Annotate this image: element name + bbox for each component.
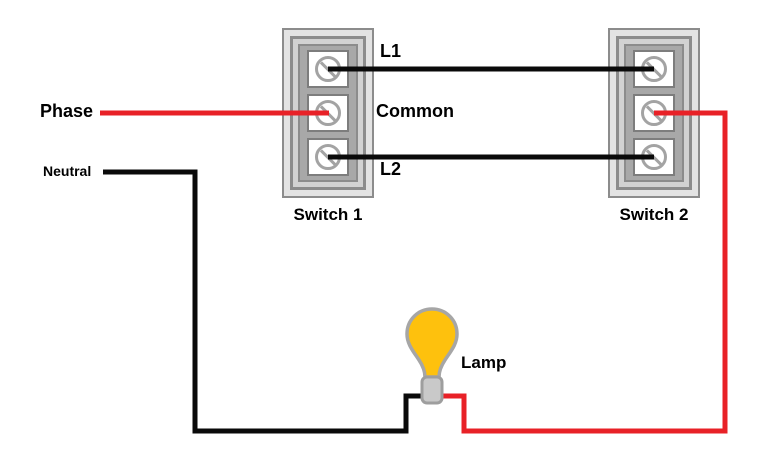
screw-slot [645,60,663,78]
screw-slot [319,148,337,166]
lamp-bulb-icon [405,307,459,379]
switch1-terminal-l2 [307,138,349,176]
lamp-base-icon [420,375,444,405]
switch2-terminal-l2 [633,138,675,176]
screw-icon [315,56,341,82]
screw-icon [641,100,667,126]
switch1-label: Switch 1 [293,205,363,224]
switch1-terminal-common [307,94,349,132]
common-label: Common [376,101,454,121]
switch2-terminal-l1 [633,50,675,88]
screw-slot [319,60,337,78]
switch1-terminal-l1 [307,50,349,88]
neutral-wire [103,169,430,434]
l1-label: L1 [380,41,402,61]
screw-icon [315,144,341,170]
switch2-faceplate [616,36,692,190]
lamp [405,307,459,405]
switch2-terminal-common [633,94,675,132]
screw-icon [315,100,341,126]
neutral-label: Neutral [43,163,92,179]
screw-slot [319,104,337,122]
screw-slot [645,148,663,166]
switch2-terminal-block [624,44,684,182]
screw-icon [641,56,667,82]
switch1-terminal-block [298,44,358,182]
lamp-label: Lamp [461,353,507,372]
switch1 [282,28,374,198]
screw-slot [645,104,663,122]
phase-label: Phase [40,101,94,121]
switch2 [608,28,700,198]
l2-label: L2 [380,159,402,179]
switch2-label: Switch 2 [619,205,689,224]
screw-icon [641,144,667,170]
switch1-faceplate [290,36,366,190]
